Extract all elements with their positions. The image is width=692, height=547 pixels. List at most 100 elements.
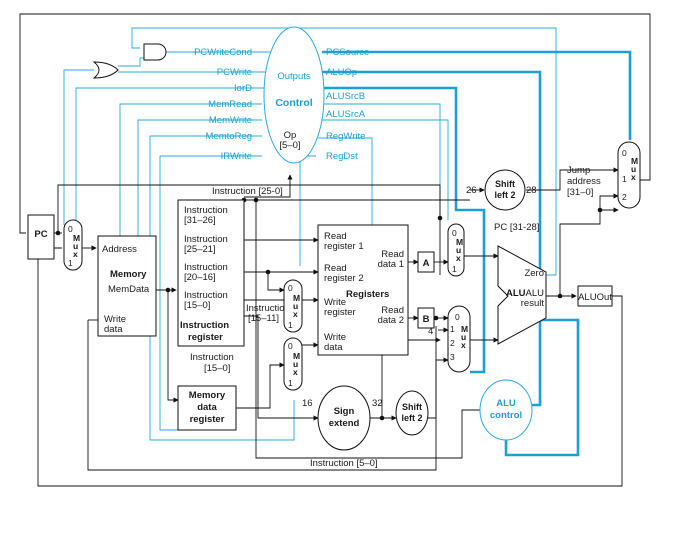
mux-label-m: M (293, 293, 300, 303)
address-mux[interactable]: 0 M u x 1 (63, 219, 83, 271)
regs-wrb: register (324, 307, 356, 318)
regs-rd2b: data 2 (378, 315, 404, 326)
mux-label-1: 1 (288, 378, 293, 388)
mux-label-x: x (293, 367, 298, 377)
regs-rr2a: Read (324, 263, 347, 274)
mux-label-m: M (461, 324, 468, 334)
alu-control[interactable]: ALU control (479, 379, 533, 441)
control-signal-labels: PCWriteCond PCWrite IorD MemRead MemWrit… (194, 47, 369, 162)
mux-label-0: 0 (288, 341, 293, 351)
alusrcb-mux[interactable]: 0 1 2 3 M u x (447, 305, 471, 373)
alu-result2: result (521, 298, 545, 309)
shift-left-2-lower[interactable]: Shift left 2 (395, 390, 429, 436)
regs-rd1b: data 1 (378, 259, 404, 270)
mux-label-u: u (293, 301, 298, 311)
shift-left-2-upper[interactable]: Shift left 2 (484, 169, 526, 211)
sign-extend[interactable]: Sign extend (317, 385, 371, 451)
shift-lower-l1: Shift (402, 402, 422, 412)
regs-wda: Write (324, 332, 346, 343)
pcsource-mux[interactable]: 0 1 2 M u x (617, 141, 641, 209)
mdr-l3: register (190, 414, 225, 425)
control-unit[interactable]: Outputs Control Op [5–0] (263, 26, 325, 164)
b-register[interactable]: B (417, 307, 435, 329)
wire26-label: 26 (466, 185, 477, 196)
regs-wdb: data (324, 342, 343, 353)
mux-label-1: 1 (68, 258, 73, 268)
alu[interactable]: ALU Zero ALU result (497, 245, 547, 345)
control-lines (63, 27, 557, 441)
regs-rr1a: Read (324, 231, 347, 242)
junction-dots (55, 197, 603, 421)
ir-field1a: Instruction (184, 205, 228, 216)
regs-rd2a: Read (381, 305, 404, 316)
const-4-label: 4 (428, 326, 433, 337)
ir-field2b: [25–21] (184, 244, 216, 255)
ir-title2: register (188, 332, 223, 343)
jump-label1: Jump (567, 165, 590, 176)
memwrite-label: MemWrite (209, 115, 252, 126)
register-file[interactable]: Read register 1 Read register 2 Register… (317, 224, 409, 356)
a-label: A (423, 258, 430, 269)
control-title: Control (275, 97, 312, 109)
instruction-register[interactable]: Instruction [31–26] Instruction [25–21] … (177, 199, 245, 347)
shift-upper-l1: Shift (495, 179, 515, 189)
instr-15-11b-label: [15–11] (248, 313, 279, 324)
mux-label-x: x (456, 253, 461, 263)
mux-label-u: u (461, 332, 466, 342)
ir-field2a: Instruction (184, 234, 228, 245)
alusrca-mux[interactable]: 0 M u x 1 (447, 223, 465, 277)
wire28-label: 28 (526, 185, 537, 196)
mux-label-u: u (456, 245, 461, 255)
mux-label-m: M (631, 156, 638, 166)
mux-label-0: 0 (455, 312, 460, 322)
or-gate (92, 61, 119, 79)
mux-label-0: 0 (452, 228, 457, 238)
control-outputs-label: Outputs (277, 71, 311, 82)
a-register[interactable]: A (417, 251, 435, 273)
regdst-label: RegDst (326, 151, 358, 162)
instr-15-0b-label: [15–0] (204, 363, 230, 374)
mux-label-1: 1 (622, 174, 627, 184)
pcsource-label: PCSource (326, 47, 369, 58)
mdr-l2: data (197, 402, 217, 413)
memory-data-label: data (104, 324, 123, 335)
mux-label-x: x (631, 172, 636, 182)
mux-label-3: 3 (450, 352, 455, 362)
mux-label-m: M (456, 237, 463, 247)
irwrite-label: IRWrite (221, 151, 252, 162)
ir-field3a: Instruction (184, 262, 228, 273)
mdr-l1: Memory (189, 390, 226, 401)
ir-title1: Instruction (180, 320, 229, 331)
mux-label-m: M (73, 233, 80, 243)
alu-control-l2: control (490, 410, 522, 421)
mux-label-1: 1 (452, 264, 457, 274)
shift-upper-l2: left 2 (494, 190, 515, 200)
and-gate (143, 43, 167, 61)
memory-unit[interactable]: Address Memory MemData Write data (97, 235, 157, 337)
mux-label-x: x (293, 309, 298, 319)
mux-label-u: u (73, 241, 78, 251)
instr-15-0a-label: Instruction (190, 352, 234, 363)
jump-label2: address (567, 176, 601, 187)
mux-label-x: x (461, 340, 466, 350)
aluout-register[interactable]: ALUOut (577, 285, 613, 307)
shift-lower-l2: left 2 (401, 413, 422, 423)
ir-field1b: [31–26] (184, 215, 216, 226)
pc-31-28-label: PC [31-28] (494, 222, 539, 233)
instr-25-0-label: Instruction [25-0] (212, 186, 283, 197)
instr-5-0-label: Instruction [5–0] (310, 458, 378, 469)
pc-register[interactable]: PC (27, 214, 55, 260)
regs-rr2b: register 2 (324, 273, 364, 284)
control-op-bits: [5–0] (279, 140, 300, 151)
thick-control-lines (322, 50, 632, 457)
regdst-mux[interactable]: 0 M u x 1 (283, 279, 303, 333)
memory-data-register[interactable]: Memory data register (177, 385, 237, 431)
mux-label-2: 2 (622, 192, 627, 202)
regs-rd1a: Read (381, 249, 404, 260)
mux-label-0: 0 (288, 283, 293, 293)
memtoreg-mux[interactable]: 0 M u x 1 (283, 337, 303, 391)
alu-title: ALU (506, 288, 526, 299)
memread-label: MemRead (208, 99, 252, 110)
